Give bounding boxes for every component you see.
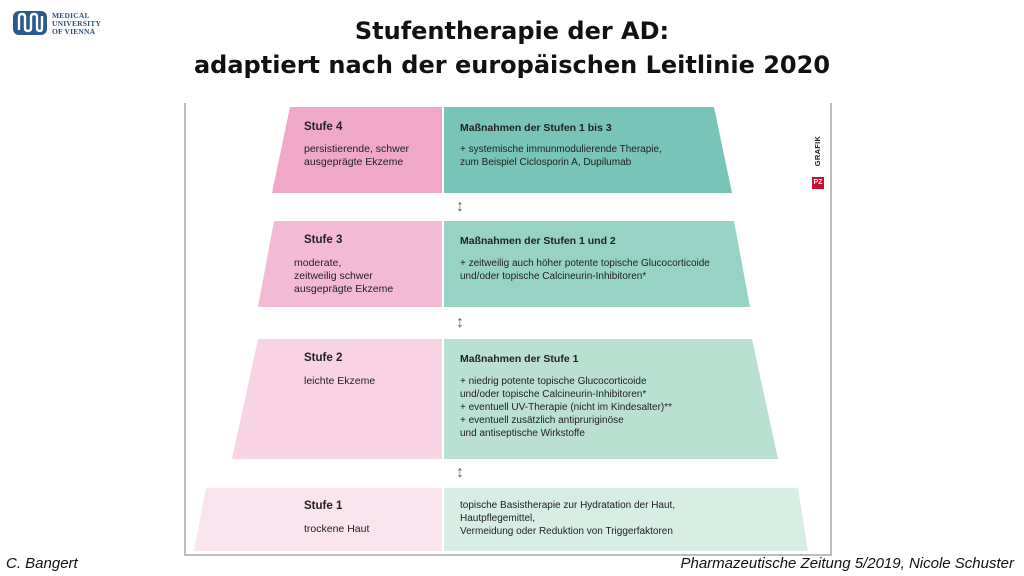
stage4-desc-line: persistierende, schwer [304,143,410,155]
stage2-measure-line: + eventuell UV-Therapie (nicht im Kindes… [460,402,673,413]
stage3-desc-line: ausgeprägte Ekzeme [294,283,394,295]
stage2-pink-panel [232,339,442,459]
university-logo-icon [13,11,47,35]
stage3-measures: + zeitweilig auch höher potente topische… [460,257,710,283]
stage1-measure-line: Hautpflegemittel, [460,513,536,524]
stage3-pink-panel [258,221,442,307]
pz-grafik-badge: GRAFIK PZ [812,125,824,189]
stage2-measure-line: + niedrig potente topische Glucocorticoi… [460,376,647,387]
stage3-measures-title: Maßnahmen der Stufen 1 und 2 [460,235,616,247]
logo-text-line3: OF VIENNA [52,27,96,36]
university-logo: MEDICAL UNIVERSITY OF VIENNA [12,8,124,40]
stage1-green-panel [444,488,808,551]
stage2-title: Stufe 2 [304,352,343,364]
updown-arrow-icon: ↕ [456,464,464,481]
author-credit: C. Bangert [6,555,78,572]
slide-title-line1: Stufentherapie der AD: [354,17,670,45]
source-credit: Pharmazeutische Zeitung 5/2019, Nicole S… [680,555,1014,572]
logo-text-line2: UNIVERSITY [52,19,102,28]
stage4-pink-panel [272,107,442,193]
updown-arrow-icon: ↕ [456,198,464,215]
stage3-green-panel [444,221,750,307]
pz-logo-box: PZ [812,177,824,189]
stage4-measures-title: Maßnahmen der Stufen 1 bis 3 [460,122,612,134]
stage3-description: moderate, zeitweilig schwer ausgeprägte … [294,257,393,296]
pz-grafik-text: GRAFIK [813,135,822,167]
stage2-desc-line: leichte Ekzeme [304,375,376,387]
stage1-description: trockene Haut [304,523,369,536]
therapy-pyramid-figure: GRAFIK PZ Stufe 4 persistierende, schwer… [184,103,832,556]
stage3-desc-line: moderate, [294,257,342,269]
stage2-measure-line: + eventuell zusätzlich antipruriginöse [460,415,624,426]
stage2-green-panel [444,339,778,459]
updown-arrow-icon: ↕ [456,314,464,331]
stage2-measures: + niedrig potente topische Glucocorticoi… [460,375,672,440]
stage4-measures: + systemische immunmodulierende Therapie… [460,143,662,169]
stage4-measure-line: + systemische immunmodulierende Therapie… [460,144,662,155]
slide-title: Stufentherapie der AD: adaptiert nach de… [0,14,1024,82]
slide-title-line2: adaptiert nach der europäischen Leitlini… [193,51,831,79]
stage1-measures: topische Basistherapie zur Hydratation d… [460,499,675,538]
stage3-desc-line: zeitweilig schwer [294,270,373,282]
logo-text-line1: MEDICAL [52,11,90,20]
stage2-measures-title: Maßnahmen der Stufe 1 [460,353,579,365]
stage2-measure-line: und/oder topische Calcineurin-Inhibitore… [460,389,647,400]
stage4-title: Stufe 4 [304,121,343,133]
stage1-measure-line: topische Basistherapie zur Hydratation d… [460,500,676,511]
stage1-desc-line: trockene Haut [304,523,370,535]
stage3-title: Stufe 3 [304,234,343,246]
stage3-measure-line: und/oder topische Calcineurin-Inhibitore… [460,271,647,282]
stage2-measure-line: und antiseptische Wirkstoffe [460,428,585,439]
stage4-desc-line: ausgeprägte Ekzeme [304,156,404,168]
stage4-measure-line: zum Beispiel Ciclosporin A, Dupilumab [460,157,632,168]
stage1-pink-panel [194,488,442,551]
stage1-title: Stufe 1 [304,500,343,512]
stage4-green-panel [444,107,732,193]
stage4-description: persistierende, schwer ausgeprägte Ekzem… [304,143,409,169]
stage1-measure-line: Vermeidung oder Reduktion von Triggerfak… [460,526,673,537]
pyramid-shapes [194,107,808,551]
stage2-description: leichte Ekzeme [304,375,375,388]
stage3-measure-line: + zeitweilig auch höher potente topische… [460,258,710,269]
